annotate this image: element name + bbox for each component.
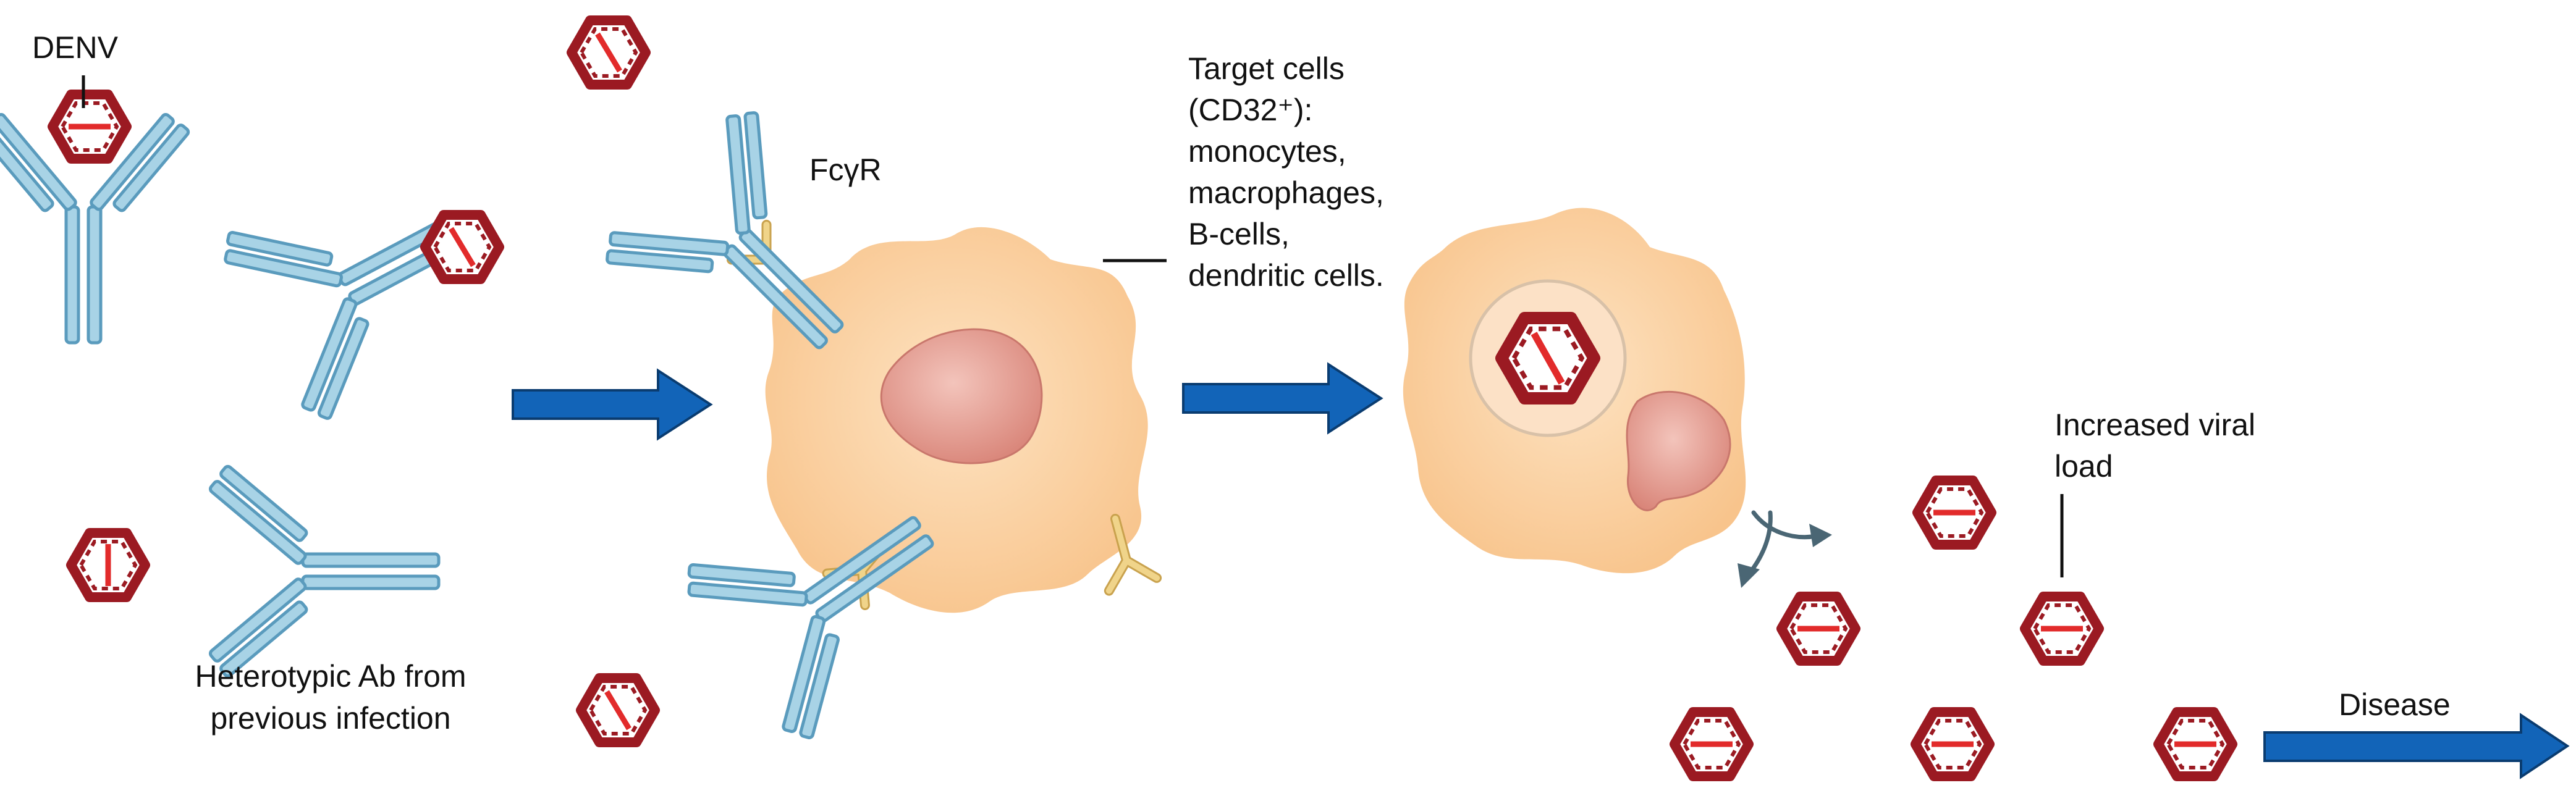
released-virus-5 bbox=[1915, 712, 1990, 776]
virus-bound-top bbox=[572, 20, 646, 85]
target-cell bbox=[765, 227, 1148, 613]
virus-bottom-left bbox=[71, 533, 145, 597]
released-virus-1 bbox=[1917, 480, 1991, 545]
target-label-line4: macrophages, bbox=[1188, 175, 1384, 210]
fcr-label: FcγR bbox=[809, 153, 882, 187]
arrow-right-icon-1 bbox=[512, 368, 713, 441]
disease-label: Disease bbox=[2339, 687, 2451, 722]
released-virus-6 bbox=[2158, 712, 2232, 776]
virus-middle-left bbox=[425, 215, 499, 279]
denv-label: DENV bbox=[32, 30, 119, 65]
virus-bound-bottom bbox=[581, 678, 655, 742]
arrow-right-icon-2 bbox=[1182, 362, 1383, 435]
target-label-line3: monocytes, bbox=[1188, 134, 1346, 169]
target-cell-nucleus bbox=[880, 328, 1043, 464]
released-virus-4 bbox=[1674, 712, 1749, 776]
infected-cell-nucleus bbox=[1626, 390, 1731, 511]
antibody-bottom-left bbox=[209, 465, 439, 677]
target-label-line1: Target cells bbox=[1188, 51, 1345, 86]
heterotypic-ab-label-line2: previous infection bbox=[210, 701, 450, 736]
viral-load-label-line2: load bbox=[2054, 449, 2113, 484]
virus-release-arrows bbox=[1738, 510, 1832, 588]
virus-internalized bbox=[1501, 318, 1594, 398]
target-label-line6: dendritic cells. bbox=[1188, 258, 1384, 293]
viral-load-label-line1: Increased viral bbox=[2054, 408, 2255, 442]
virus-top-left bbox=[53, 94, 127, 159]
released-virus-2 bbox=[1781, 597, 1856, 661]
target-label-line2: (CD32⁺): bbox=[1188, 93, 1312, 127]
heterotypic-ab-label-line1: Heterotypic Ab from bbox=[195, 659, 466, 694]
arrow-right-icon-3 bbox=[2263, 713, 2570, 779]
released-virus-3 bbox=[2025, 597, 2099, 661]
target-label-line5: B-cells, bbox=[1188, 217, 1290, 251]
